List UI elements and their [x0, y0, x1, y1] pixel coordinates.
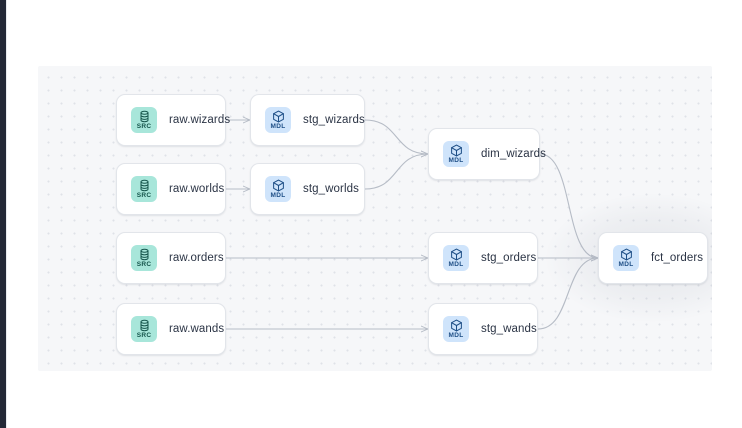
badge-tag: MDL: [448, 260, 464, 268]
badge-tag: MDL: [270, 191, 286, 199]
rail-divider: [6, 0, 7, 428]
node-label: raw.worlds: [169, 183, 225, 195]
badge-tag: SRC: [136, 191, 152, 199]
badge-tag: MDL: [448, 331, 464, 339]
badge-tag: MDL: [618, 260, 634, 268]
badge-tag: SRC: [136, 331, 152, 339]
node-label: stg_orders: [481, 252, 537, 264]
badge-tag: SRC: [136, 122, 152, 130]
src-badge: SRC: [131, 316, 157, 342]
mdl-badge: MDL: [265, 176, 291, 202]
database-icon: [138, 248, 151, 261]
node-stg_worlds[interactable]: MDL stg_worlds: [250, 163, 365, 215]
database-icon: [138, 179, 151, 192]
mdl-badge: MDL: [443, 316, 469, 342]
node-label: raw.wizards: [169, 114, 231, 126]
mdl-badge: MDL: [443, 141, 469, 167]
cube-icon: [450, 248, 463, 261]
edge-stg_wizards-to-dim_wizards: [364, 119, 428, 154]
badge-tag: SRC: [136, 260, 152, 268]
node-raw_wands[interactable]: SRC raw.wands: [116, 303, 226, 355]
node-label: raw.wands: [169, 323, 225, 335]
database-icon: [138, 110, 151, 123]
cube-icon: [272, 179, 285, 192]
mdl-badge: MDL: [265, 107, 291, 133]
node-dim_wizards[interactable]: MDL dim_wizards: [428, 128, 546, 180]
left-rail: [0, 0, 6, 428]
cube-icon: [450, 319, 463, 332]
node-stg_wizards[interactable]: MDL stg_wizards: [250, 94, 365, 146]
node-raw_orders[interactable]: SRC raw.orders: [116, 232, 226, 284]
node-raw_worlds[interactable]: SRC raw.worlds: [116, 163, 226, 215]
mdl-badge: MDL: [443, 245, 469, 271]
cube-icon: [272, 110, 285, 123]
node-stg_orders[interactable]: MDL stg_orders: [428, 232, 538, 284]
src-badge: SRC: [131, 176, 157, 202]
badge-tag: MDL: [270, 122, 286, 130]
cube-icon: [450, 144, 463, 157]
cube-icon: [620, 248, 633, 261]
database-icon: [138, 319, 151, 332]
mdl-badge: MDL: [613, 245, 639, 271]
node-raw_wizards[interactable]: SRC raw.wizards: [116, 94, 230, 146]
node-label: stg_wizards: [303, 114, 365, 126]
edge-stg_worlds-to-dim_wizards: [364, 154, 428, 190]
src-badge: SRC: [131, 107, 157, 133]
edge-stg_wands-to-fct_orders: [537, 258, 598, 330]
node-stg_wands[interactable]: MDL stg_wands: [428, 303, 538, 355]
node-label: stg_worlds: [303, 183, 359, 195]
node-label: fct_orders: [651, 252, 704, 264]
src-badge: SRC: [131, 245, 157, 271]
badge-tag: MDL: [448, 156, 464, 164]
node-label: dim_wizards: [481, 148, 547, 160]
node-label: raw.orders: [169, 252, 224, 264]
node-fct_orders[interactable]: MDL fct_orders: [598, 232, 708, 284]
node-label: stg_wands: [481, 323, 537, 335]
edge-dim_wizards-to-fct_orders: [539, 153, 598, 258]
